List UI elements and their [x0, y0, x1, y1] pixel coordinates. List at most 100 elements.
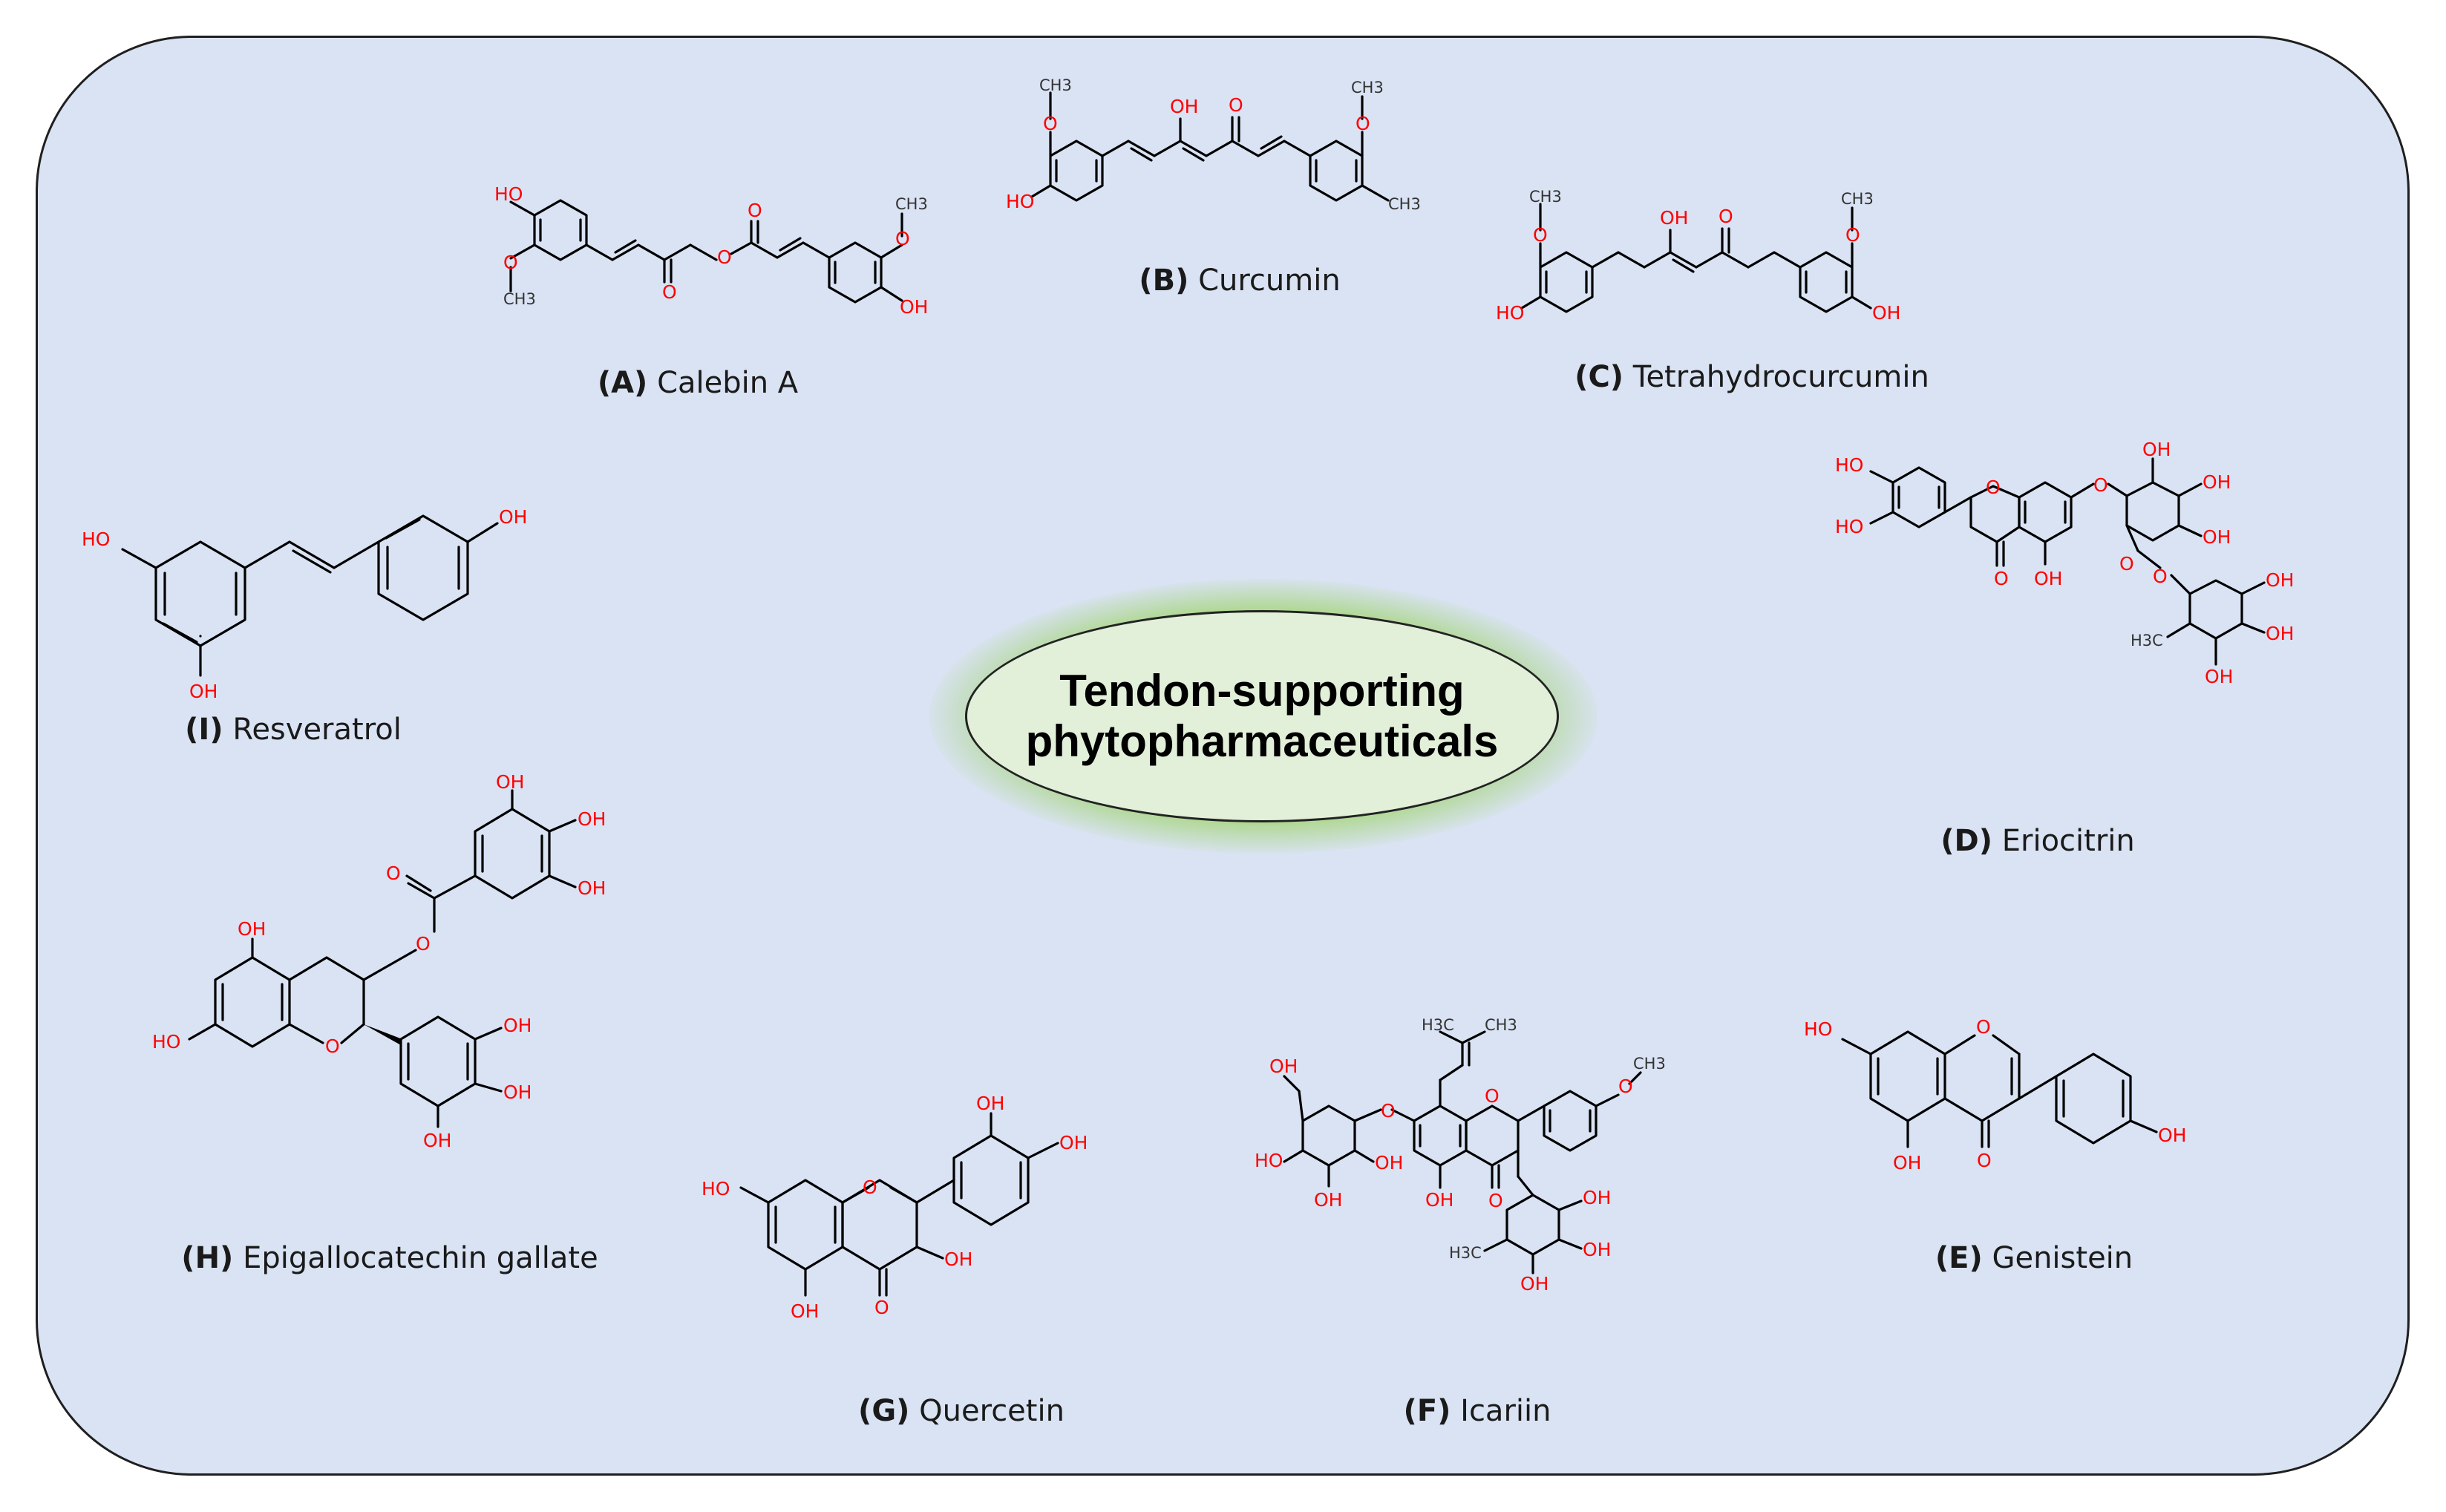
atom-label: O — [1845, 224, 1860, 246]
atom-label: HO — [82, 528, 110, 550]
atom-label: OH — [1520, 1273, 1549, 1295]
atom-label: OH — [578, 877, 606, 899]
atom-label: HO — [1804, 1018, 1832, 1040]
atom-label: O — [1533, 224, 1548, 246]
atom-label: OH — [499, 506, 527, 528]
atom-label: O — [717, 246, 732, 268]
atom-label: HO — [1255, 1150, 1283, 1171]
atom-label: O — [386, 863, 401, 884]
atom-label: H3C — [1422, 1016, 1454, 1034]
atom-label: O — [1229, 94, 1243, 116]
atom-label: OH — [423, 1130, 451, 1151]
atom-label: O — [1977, 1150, 1992, 1171]
structure-resveratrol: HO OH OH — [82, 506, 527, 702]
atom-label: O — [416, 933, 431, 955]
structure-egcg: OH OH OH O O OH HO O OH OH OH — [152, 771, 606, 1151]
atom-label: OH — [1872, 302, 1900, 324]
atom-label: O — [325, 1035, 340, 1057]
atom-label: HO — [152, 1031, 180, 1053]
atom-label: O — [662, 281, 677, 303]
atom-label: CH3 — [895, 195, 928, 213]
compound-label-h: (H) Epigallocatechin gallate — [181, 1241, 598, 1275]
atom-label: OH — [976, 1093, 1004, 1114]
atom-label: OH — [1660, 207, 1688, 229]
atom-label: O — [503, 252, 518, 273]
atom-label: OH — [1893, 1152, 1921, 1174]
compound-label-d: (D) Eriocitrin — [1940, 824, 2135, 858]
atom-label: OH — [1059, 1132, 1088, 1153]
atom-label: O — [1381, 1100, 1396, 1122]
atom-label: OH — [578, 808, 606, 830]
atom-label: CH3 — [1841, 190, 1874, 208]
atom-label: OH — [1269, 1056, 1298, 1077]
atom-label: H3C — [2131, 632, 2163, 649]
atom-label: OH — [1425, 1189, 1453, 1211]
title-line-1: Tendon-supporting — [1059, 666, 1465, 716]
atom-label: OH — [496, 771, 524, 793]
atom-label: OH — [1170, 96, 1198, 117]
atom-label: HO — [702, 1178, 730, 1200]
atom-label: CH3 — [1485, 1016, 1517, 1034]
atom-label: O — [1986, 477, 2001, 498]
atom-label: H3C — [1449, 1244, 1482, 1262]
compound-label-g: (G) Quercetin — [858, 1394, 1065, 1428]
atom-label: CH3 — [503, 290, 536, 308]
title-line-2: phytopharmaceuticals — [1025, 716, 1499, 766]
atom-label: O — [1618, 1076, 1633, 1097]
atom-label: HO — [494, 183, 523, 205]
atom-label: O — [2093, 474, 2108, 496]
atom-label: CH3 — [1529, 188, 1562, 206]
atom-label: HO — [1835, 516, 1863, 537]
atom-label: O — [895, 228, 910, 249]
atom-label: O — [863, 1176, 877, 1198]
atom-label: OH — [791, 1300, 819, 1322]
compound-label-b: (B) Curcumin — [1139, 264, 1341, 298]
compound-label-f: (F) Icariin — [1403, 1394, 1551, 1428]
atom-label: OH — [1314, 1189, 1342, 1211]
atom-label: O — [1719, 206, 1733, 227]
atom-label: OH — [189, 681, 218, 702]
structure-genistein: HO O OH O OH — [1804, 1016, 2186, 1174]
atom-label: OH — [1375, 1152, 1403, 1174]
atom-label: O — [2119, 553, 2134, 575]
atom-label: OH — [944, 1248, 972, 1270]
atom-label: O — [748, 200, 762, 221]
atom-label: CH3 — [1388, 195, 1421, 213]
atom-label: OH — [2266, 623, 2294, 644]
structure-curcumin: CH3 O HO OH O O CH3 CH3 — [1006, 76, 1421, 213]
title-ellipse: Tendon-supporting phytopharmaceuticals — [965, 610, 1559, 822]
atom-label: O — [1485, 1085, 1500, 1107]
atom-label: HO — [1835, 454, 1863, 476]
structure-calebin-a: HO O CH3 O O O O CH3 OH — [494, 183, 928, 318]
atom-label: HO — [1496, 302, 1524, 324]
atom-label: OH — [503, 1015, 532, 1036]
compound-label-i: (I) Resveratrol — [185, 713, 402, 747]
structure-tetrahydrocurcumin: CH3 O HO OH O O CH3 OH — [1496, 188, 1900, 324]
compound-label-c: (C) Tetrahydrocurcumin — [1574, 360, 1929, 394]
atom-label: OH — [503, 1081, 532, 1103]
compound-label-a: (A) Calebin A — [597, 366, 799, 400]
compound-label-e: (E) Genistein — [1935, 1241, 2133, 1275]
atom-label: OH — [900, 296, 928, 318]
atom-label: O — [1976, 1016, 1991, 1038]
atom-label: OH — [1583, 1187, 1611, 1208]
atom-label: OH — [238, 918, 266, 940]
atom-label: OH — [2142, 439, 2171, 460]
atom-label: O — [2153, 566, 2168, 587]
center-title: Tendon-supporting phytopharmaceuticals — [995, 666, 1529, 767]
atom-label: OH — [2158, 1125, 2186, 1146]
structure-quercetin: HO O OH O OH OH OH — [702, 1093, 1088, 1322]
atom-label: O — [1356, 113, 1370, 134]
atom-label: OH — [2203, 526, 2231, 548]
atom-label: OH — [2266, 569, 2294, 591]
atom-label: HO — [1006, 191, 1034, 212]
atom-label: OH — [2205, 666, 2233, 687]
atom-label: O — [1488, 1190, 1503, 1211]
atom-label: O — [1043, 113, 1058, 134]
atom-label: OH — [1583, 1239, 1611, 1260]
atom-label: CH3 — [1039, 76, 1072, 94]
atom-label: O — [1994, 568, 2009, 589]
structure-icariin: H3C CH3 O O OH O O CH3 OH HO OH OH OH OH… — [1255, 1016, 1666, 1295]
atom-label: CH3 — [1351, 79, 1384, 96]
atom-label: OH — [2034, 568, 2062, 589]
